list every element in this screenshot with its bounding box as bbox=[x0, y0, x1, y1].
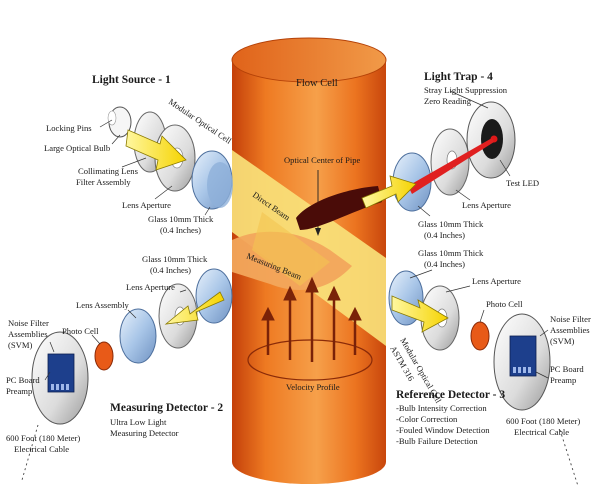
reference-noise-1: Noise Filter bbox=[550, 314, 591, 324]
velocity-profile-label: Velocity Profile bbox=[286, 382, 340, 392]
reference-glass-2: (0.4 Inches) bbox=[424, 259, 465, 269]
measuring-glass-2: (0.4 Inches) bbox=[150, 265, 191, 275]
reference-aperture-label: Lens Aperture bbox=[472, 276, 521, 286]
measuring-pc-1: PC Board bbox=[6, 375, 40, 385]
test-led-label: Test LED bbox=[506, 178, 539, 188]
light-trap-aperture-label: Lens Aperture bbox=[462, 200, 511, 210]
reference-arrow bbox=[391, 295, 449, 333]
reference-noise-2: Assemblies bbox=[550, 325, 590, 335]
reference-photo-cell bbox=[470, 321, 490, 351]
measuring-glass-1: Glass 10mm Thick bbox=[142, 254, 208, 264]
light-source-arrow bbox=[125, 129, 187, 171]
collimating-lens-label-2: Filter Assembly bbox=[76, 177, 131, 187]
reference-photo-cell-label: Photo Cell bbox=[486, 299, 523, 309]
measuring-detector-heading: Measuring Detector - 2 bbox=[110, 402, 223, 414]
lens-aperture-label: Lens Aperture bbox=[122, 200, 171, 210]
light-trap-sub-1: Stray Light Suppression bbox=[424, 85, 508, 95]
optical-center-label: Optical Center of Pipe bbox=[284, 155, 360, 165]
light-source-glass-1: Glass 10mm Thick bbox=[148, 214, 214, 224]
velocity-arrows bbox=[261, 276, 362, 362]
light-trap-assembly bbox=[296, 101, 516, 230]
reference-detector-assembly bbox=[388, 270, 579, 487]
light-source-glass-2: (0.4 Inches) bbox=[160, 225, 201, 235]
light-trap-glass-2: (0.4 Inches) bbox=[424, 230, 465, 240]
light-source-heading: Light Source - 1 bbox=[92, 74, 171, 86]
measuring-noise-1: Noise Filter bbox=[8, 318, 49, 328]
reference-pc-2: Preamp bbox=[550, 375, 576, 385]
measuring-detector-assembly bbox=[21, 268, 233, 481]
light-trap-heading: Light Trap - 4 bbox=[424, 71, 493, 83]
lens-assembly-label: Lens Assembly bbox=[76, 300, 129, 310]
measuring-photo-cell bbox=[94, 341, 114, 371]
measuring-cable-1: 600 Foot (180 Meter) bbox=[6, 433, 80, 443]
velocity-profile-ellipse bbox=[247, 339, 373, 381]
reference-noise-3: (SVM) bbox=[550, 336, 574, 346]
measuring-cable-2: Electrical Cable bbox=[14, 444, 69, 454]
measuring-pc-2: Preamp bbox=[6, 386, 32, 396]
flow-cell-cylinder bbox=[231, 37, 387, 484]
absorbed-beam bbox=[296, 186, 382, 230]
measuring-detector-sub-1: Ultra Low Light bbox=[110, 417, 167, 427]
measuring-lens-assembly bbox=[119, 308, 157, 364]
large-optical-bulb-label: Large Optical Bulb bbox=[44, 143, 110, 153]
collimating-lens-label-1: Collimating Lens bbox=[78, 166, 139, 176]
light-trap-arrow bbox=[361, 175, 417, 209]
reference-feature: -Fouled Window Detection bbox=[396, 425, 490, 435]
reference-detector-heading: Reference Detector - 3 bbox=[396, 389, 505, 401]
measuring-photo-cell-label: Photo Cell bbox=[62, 326, 99, 336]
reference-feature: -Bulb Failure Detection bbox=[396, 436, 478, 446]
measuring-noise-3: (SVM) bbox=[8, 340, 32, 350]
leader-lines bbox=[44, 90, 549, 381]
measuring-aperture-label: Lens Aperture bbox=[126, 282, 175, 292]
reference-feature: -Color Correction bbox=[396, 414, 458, 424]
locking-pins-label: Locking Pins bbox=[46, 123, 92, 133]
reference-pc-1: PC Board bbox=[550, 364, 584, 374]
measuring-noise-2: Assemblies bbox=[8, 329, 48, 339]
measuring-arrow bbox=[164, 291, 225, 325]
flow-cell-label: Flow Cell bbox=[296, 78, 338, 89]
beam-intersection bbox=[252, 212, 330, 286]
light-trap-glass-1: Glass 10mm Thick bbox=[418, 219, 484, 229]
red-trap-beam bbox=[408, 138, 494, 194]
light-trap-sub-2: Zero Reading bbox=[424, 96, 472, 106]
reference-feature: -Bulb Intensity Correction bbox=[396, 403, 487, 413]
measuring-detector-sub-2: Measuring Detector bbox=[110, 428, 179, 438]
reference-cable-1: 600 Foot (180 Meter) bbox=[506, 416, 580, 426]
reference-cable-2: Electrical Cable bbox=[514, 427, 569, 437]
light-source-assembly bbox=[107, 106, 233, 210]
reference-glass-1: Glass 10mm Thick bbox=[418, 248, 484, 258]
